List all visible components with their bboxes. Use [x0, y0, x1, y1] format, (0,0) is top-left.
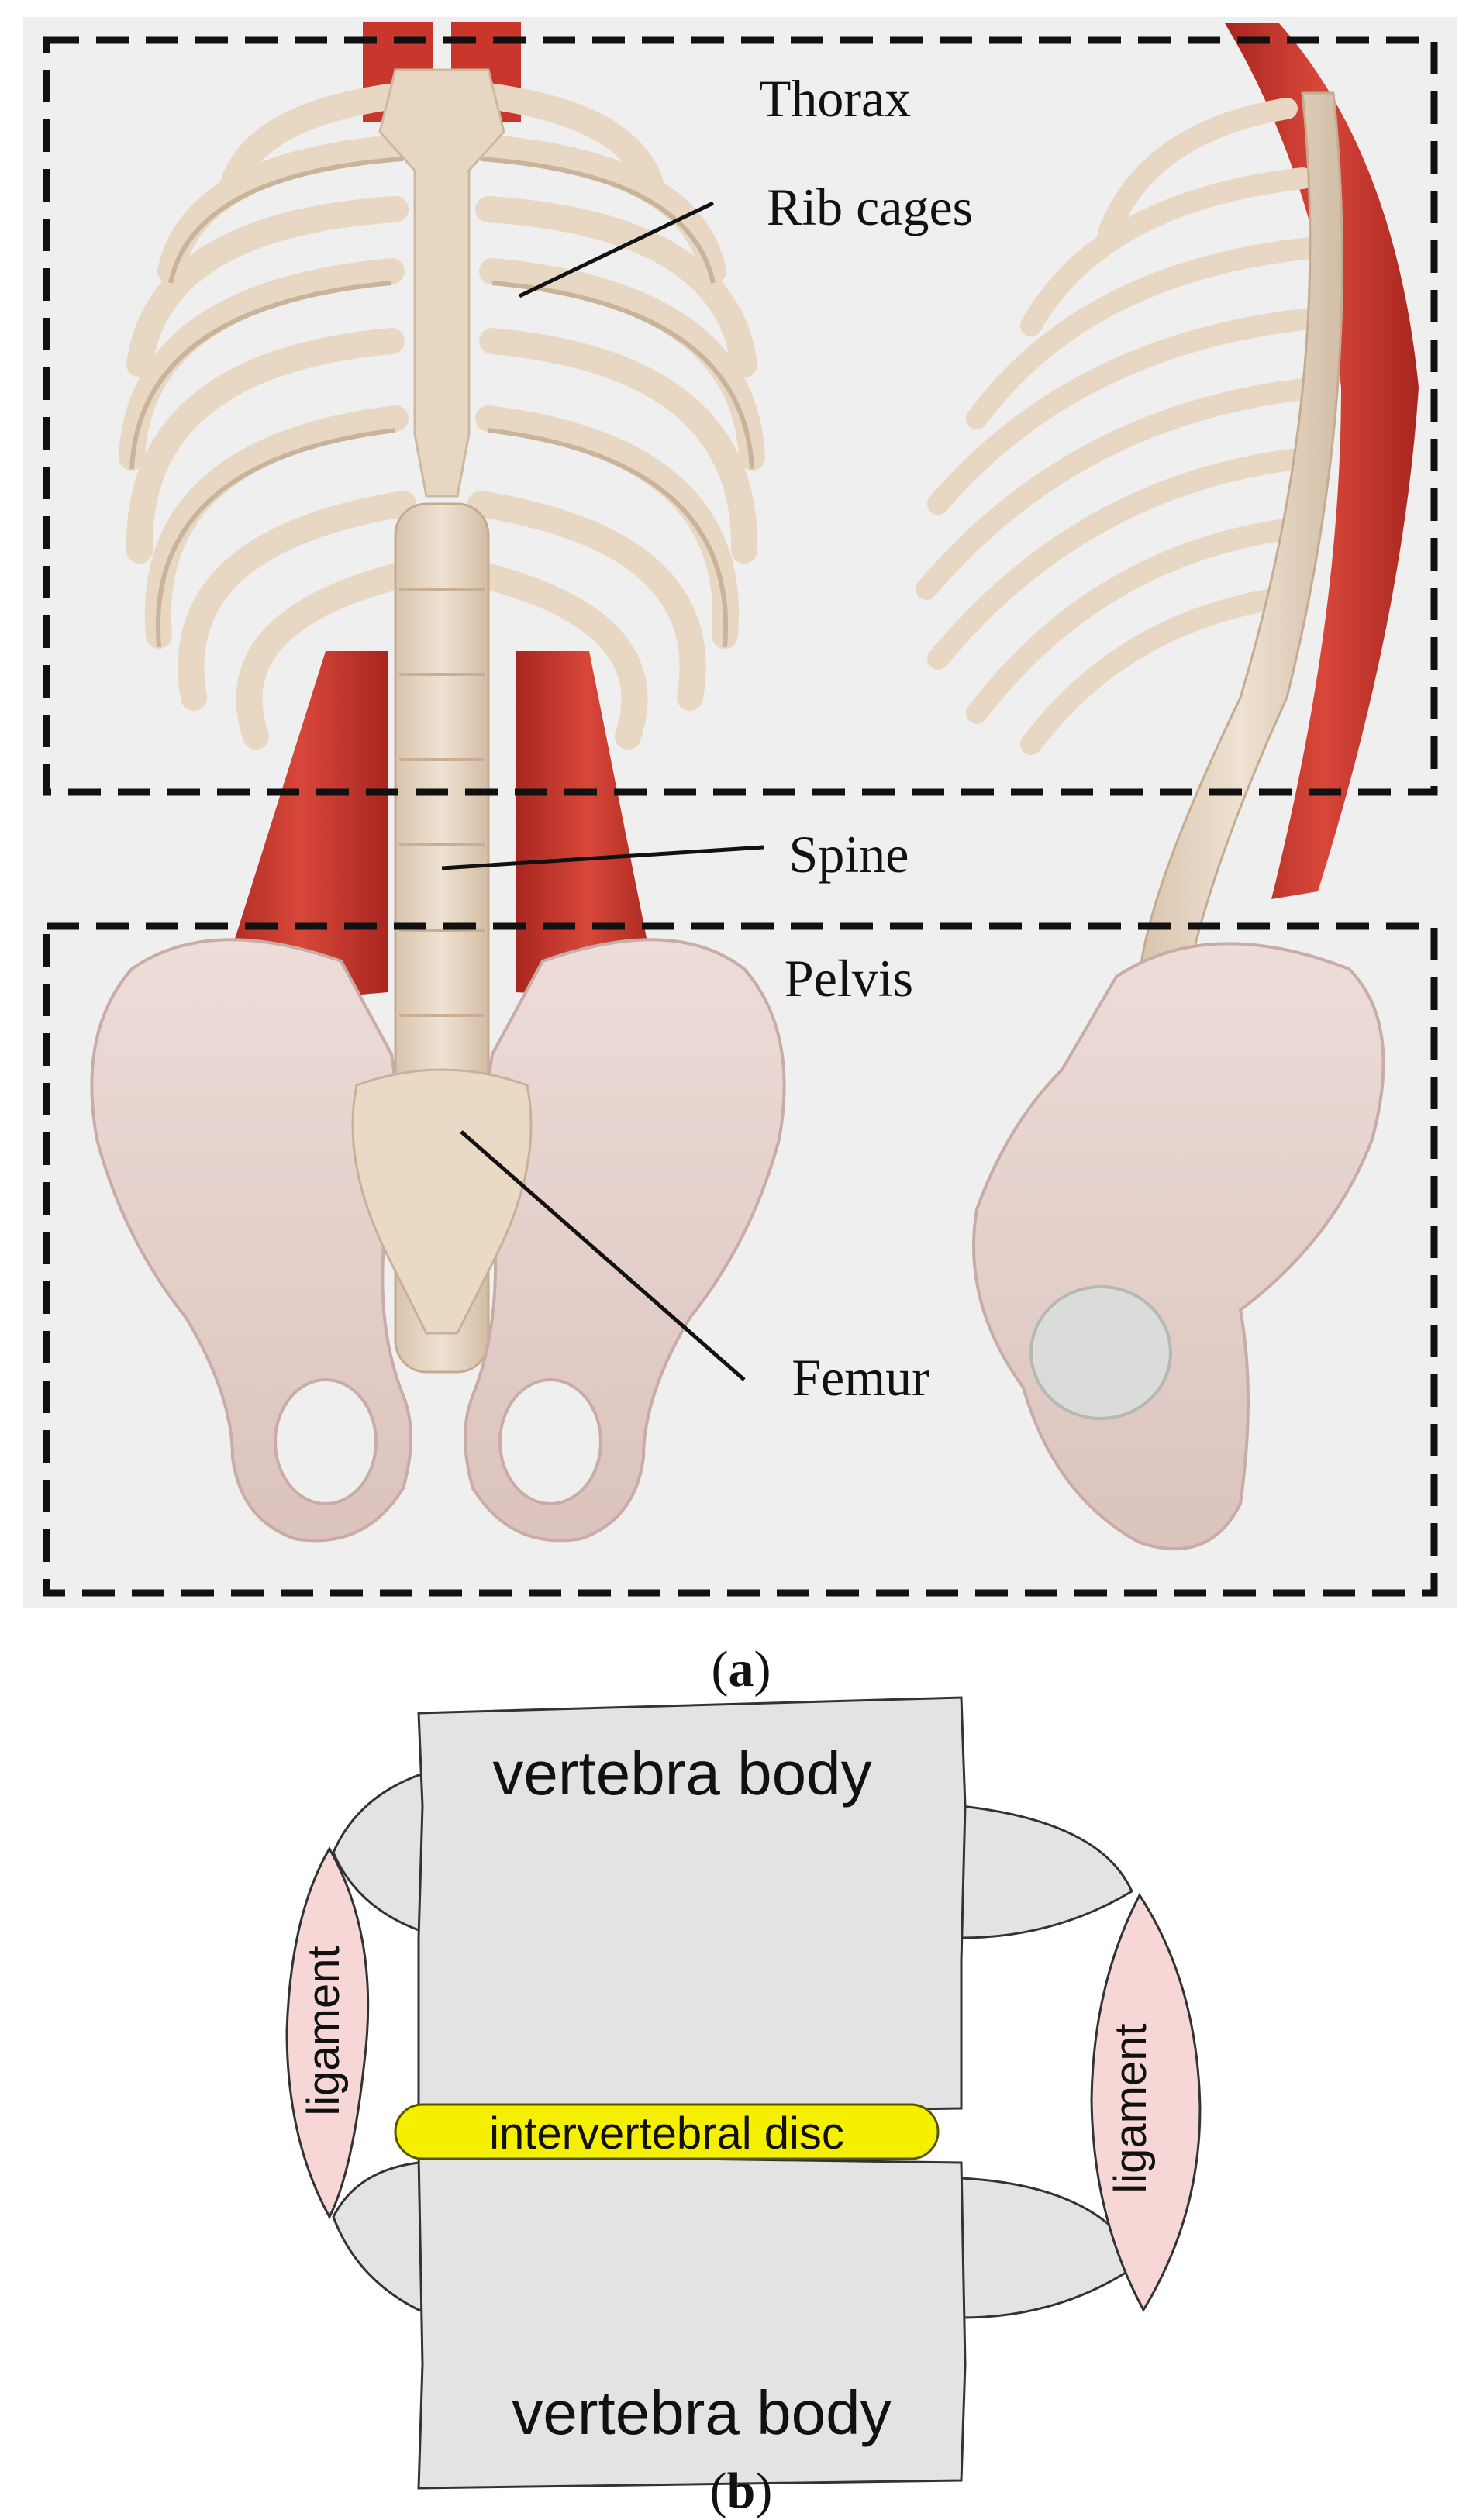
- thorax-label: Thorax: [759, 69, 911, 128]
- vertebra-body-top: [417, 1696, 967, 2118]
- intervertebral-disc-label: intervertebral disc: [489, 2108, 844, 2159]
- rib-shading: [129, 157, 754, 648]
- panel-a: Thorax Rib cages Spine Pelvis Femur (a): [23, 17, 1457, 1698]
- panel-a-caption: (a): [712, 1641, 771, 1698]
- pelvis-region-box: [43, 922, 1438, 1597]
- skeleton-side-view: [916, 23, 1419, 1551]
- obturator-right: [498, 1378, 602, 1505]
- pelvis-label: Pelvis: [785, 949, 913, 1008]
- skeleton-front-view: [90, 22, 786, 1543]
- obturator-left: [274, 1378, 378, 1505]
- vertebra-segments: [399, 588, 485, 1017]
- back-muscle-left: [213, 651, 388, 1008]
- ligament-left-shape: [285, 1846, 370, 2220]
- sacrum: [351, 1068, 533, 1335]
- leader-lines: [441, 201, 764, 1381]
- thorax-region-box: [43, 36, 1438, 796]
- femur-label: Femur: [792, 1348, 929, 1407]
- ligament-right-label: ligament: [1105, 2023, 1156, 2193]
- intervertebral-disc-shape: [394, 2103, 940, 2160]
- rib-cage-front: [119, 80, 765, 750]
- back-muscle-right: [516, 651, 659, 1000]
- vertebra-body-bottom: [417, 2153, 967, 2490]
- sternum: [378, 68, 505, 498]
- spine-leader: [441, 845, 764, 870]
- panel-b: vertebra body intervertebral disc verteb…: [285, 1696, 1202, 2519]
- acetabulum-side: [1029, 1285, 1172, 1420]
- vertebra-body-top-label: vertebra body: [492, 1739, 871, 1808]
- femur-leader: [460, 1130, 746, 1381]
- vertebra-body-bottom-label: vertebra body: [512, 2378, 891, 2447]
- spine-label: Spine: [789, 825, 909, 884]
- back-muscle-side: [1225, 23, 1419, 899]
- rib-cage-side: [916, 98, 1329, 755]
- ligament-right-shape: [1090, 1893, 1202, 2313]
- panel-b-caption: (b): [710, 2463, 773, 2519]
- rib-cages-leader: [518, 201, 715, 298]
- rib-cages-label: Rib cages: [767, 178, 973, 236]
- ligament-left-label: ligament: [298, 1946, 349, 2115]
